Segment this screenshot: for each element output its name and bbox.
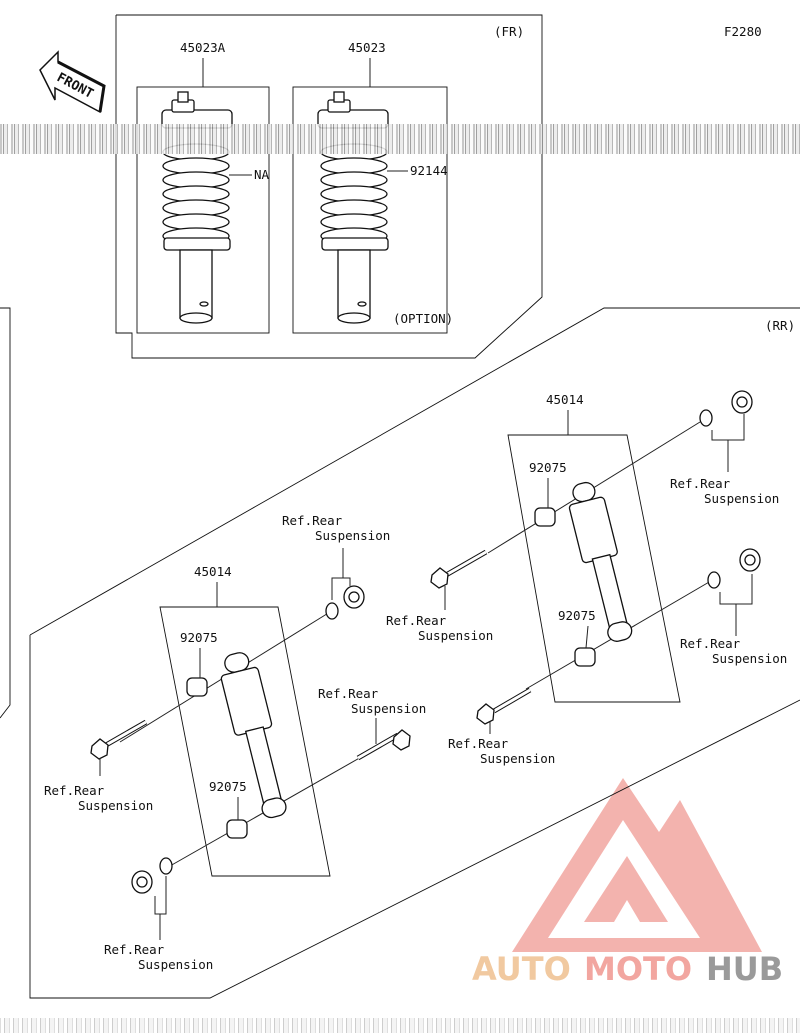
bushing-lower-b bbox=[226, 819, 248, 839]
option-note: (OPTION) bbox=[393, 311, 453, 326]
brand-hub: HUB bbox=[706, 950, 783, 988]
front-section-title: (FR) bbox=[494, 24, 524, 39]
rear-shock-lower bbox=[220, 652, 287, 819]
front-section: (FR) 45023A 45023 bbox=[115, 14, 543, 359]
bolt-rl-1 bbox=[90, 719, 148, 760]
scan-noise-band bbox=[0, 124, 800, 154]
scan-noise-bottom bbox=[0, 1018, 800, 1033]
bushing-upper-a bbox=[534, 507, 556, 527]
ref-rr-3-l1: Ref.Rear bbox=[386, 613, 447, 628]
watermark-brand: AUTO MOTO HUB bbox=[472, 950, 783, 988]
ref-rr-3-l2: Suspension bbox=[418, 628, 493, 643]
brand-auto: AUTO bbox=[472, 950, 571, 988]
bushing-lower-a bbox=[186, 677, 208, 697]
ref-rl-1-l1: Ref.Rear bbox=[282, 513, 343, 528]
left-edge-frame bbox=[0, 307, 11, 719]
bolt-rr-1 bbox=[430, 549, 488, 589]
ref-rl-2-l1: Ref.Rear bbox=[44, 783, 105, 798]
label-45014-lower: 45014 bbox=[194, 564, 232, 579]
brand-moto: MOTO bbox=[584, 950, 692, 988]
ref-rr-2-l2: Suspension bbox=[712, 651, 787, 666]
front-shock-left bbox=[161, 91, 233, 324]
washer-rr-1 bbox=[699, 409, 713, 427]
ref-rr-1-l1: Ref.Rear bbox=[670, 476, 731, 491]
ref-rr-4-l1: Ref.Rear bbox=[448, 736, 509, 751]
ref-rr-4-l2: Suspension bbox=[480, 751, 555, 766]
ref-rl-1-l2: Suspension bbox=[315, 528, 390, 543]
flange-nut-rr-1 bbox=[731, 390, 753, 414]
label-92075-b: 92075 bbox=[558, 608, 596, 623]
flange-nut-rr-2 bbox=[739, 548, 761, 572]
bolt-rl-2 bbox=[356, 729, 411, 761]
ref-rr-1-l2: Suspension bbox=[704, 491, 779, 506]
ref-rl-4-l2: Suspension bbox=[138, 957, 213, 972]
front-arrow-icon: FRONT bbox=[39, 50, 106, 114]
rear-shock-upper bbox=[568, 481, 633, 642]
label-45023A: 45023A bbox=[180, 40, 226, 55]
flange-nut-rl-1 bbox=[343, 585, 365, 609]
washer-rl-2 bbox=[159, 857, 173, 875]
ref-rl-2-l2: Suspension bbox=[78, 798, 153, 813]
bolt-rr-2 bbox=[476, 687, 532, 725]
label-92075-a: 92075 bbox=[529, 460, 567, 475]
rear-section-title: (RR) bbox=[765, 318, 795, 333]
ref-rr-2-l1: Ref.Rear bbox=[680, 636, 741, 651]
label-92144: 92144 bbox=[410, 163, 448, 178]
ref-rl-3-l2: Suspension bbox=[351, 701, 426, 716]
label-45014-upper: 45014 bbox=[546, 392, 584, 407]
label-spring-na: NA bbox=[254, 167, 270, 182]
rear-section: (RR) 45014 92075 92075 bbox=[29, 307, 800, 999]
ref-rl-4-l1: Ref.Rear bbox=[104, 942, 165, 957]
watermark-logo bbox=[512, 778, 762, 952]
washer-rr-2 bbox=[707, 571, 721, 589]
ref-rl-3-l1: Ref.Rear bbox=[318, 686, 379, 701]
label-45023: 45023 bbox=[348, 40, 386, 55]
diagram-code: F2280 bbox=[724, 24, 762, 39]
flange-nut-rl-2 bbox=[131, 870, 153, 894]
bushing-upper-b bbox=[574, 647, 596, 667]
washer-rl-1 bbox=[325, 602, 339, 620]
label-92075-d: 92075 bbox=[209, 779, 247, 794]
label-92075-c: 92075 bbox=[180, 630, 218, 645]
